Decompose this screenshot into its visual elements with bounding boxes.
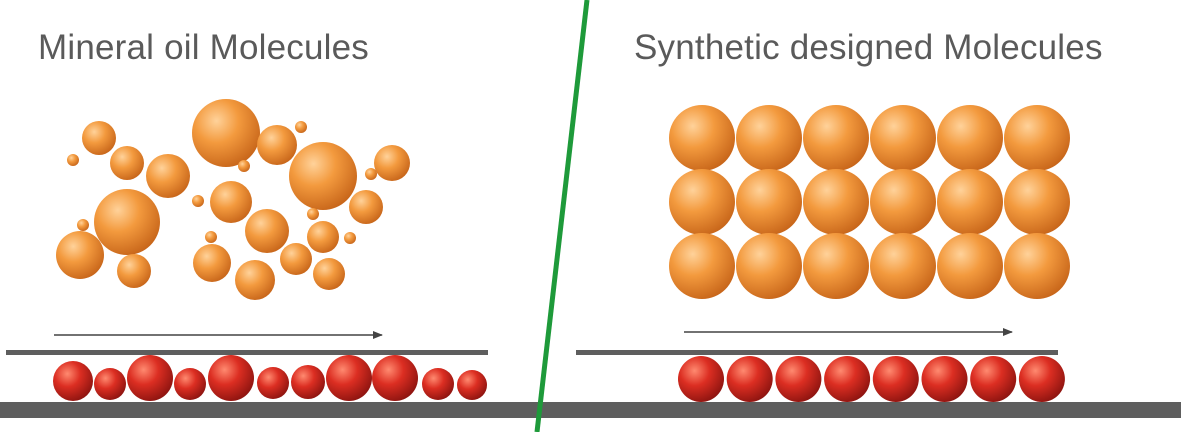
orange-molecule — [245, 209, 289, 253]
red-molecule — [824, 356, 871, 402]
orange-molecule — [257, 125, 297, 165]
orange-molecule — [313, 258, 345, 290]
red-molecule — [372, 355, 418, 401]
mineral-oil-molecules — [56, 99, 410, 300]
orange-molecule — [146, 154, 190, 198]
red-molecule — [457, 370, 487, 400]
orange-molecule — [736, 169, 802, 235]
orange-molecule — [280, 243, 312, 275]
red-molecule — [1018, 356, 1065, 402]
orange-molecule — [205, 231, 217, 243]
orange-molecule — [374, 145, 410, 181]
red-molecule — [291, 365, 325, 399]
red-molecule — [422, 368, 454, 400]
orange-molecule — [344, 232, 356, 244]
orange-molecule — [110, 146, 144, 180]
red-molecule — [53, 361, 93, 401]
red-molecule — [94, 368, 126, 400]
divider-line — [534, 0, 590, 432]
left-surface-molecules — [53, 355, 487, 401]
orange-molecule — [870, 105, 936, 171]
synthetic-title: Synthetic designed Molecules — [634, 28, 1103, 67]
orange-molecule — [669, 105, 735, 171]
orange-molecule — [736, 105, 802, 171]
orange-molecule — [736, 233, 802, 299]
orange-molecule — [937, 169, 1003, 235]
orange-molecule — [82, 121, 116, 155]
orange-molecule — [1004, 169, 1070, 235]
orange-molecule — [803, 105, 869, 171]
right-top-plate — [576, 350, 1058, 355]
red-molecule — [174, 368, 206, 400]
synthetic-molecules — [669, 105, 1070, 299]
orange-molecule — [803, 233, 869, 299]
red-molecule — [970, 356, 1017, 402]
orange-molecule — [67, 154, 79, 166]
red-molecule — [127, 355, 173, 401]
orange-molecule — [210, 181, 252, 223]
orange-molecule — [803, 169, 869, 235]
orange-molecule — [307, 208, 319, 220]
orange-molecule — [1004, 105, 1070, 171]
orange-molecule — [669, 233, 735, 299]
orange-molecule — [238, 160, 250, 172]
bottom-surface — [0, 402, 1181, 418]
orange-molecule — [117, 254, 151, 288]
orange-molecule — [937, 233, 1003, 299]
orange-molecule — [193, 244, 231, 282]
orange-molecule — [870, 169, 936, 235]
orange-molecule — [289, 142, 357, 210]
orange-molecule — [870, 233, 936, 299]
orange-molecule — [295, 121, 307, 133]
red-molecule — [872, 356, 919, 402]
left-top-plate — [6, 350, 488, 355]
red-molecule — [678, 356, 724, 402]
red-molecule — [326, 355, 372, 401]
orange-molecule — [56, 231, 104, 279]
red-molecule — [921, 356, 968, 402]
red-molecule — [726, 356, 773, 402]
mineral-oil-title: Mineral oil Molecules — [38, 28, 369, 67]
orange-molecule — [94, 189, 160, 255]
orange-molecule — [307, 221, 339, 253]
red-molecule — [257, 367, 289, 399]
red-molecule — [775, 356, 822, 402]
orange-molecule — [192, 195, 204, 207]
orange-molecule — [349, 190, 383, 224]
orange-molecule — [669, 169, 735, 235]
red-molecule — [208, 355, 254, 401]
orange-molecule — [937, 105, 1003, 171]
orange-molecule — [365, 168, 377, 180]
orange-molecule — [192, 99, 260, 167]
right-surface-molecules — [678, 356, 1065, 402]
orange-molecule — [235, 260, 275, 300]
orange-molecule — [1004, 233, 1070, 299]
orange-molecule — [77, 219, 89, 231]
